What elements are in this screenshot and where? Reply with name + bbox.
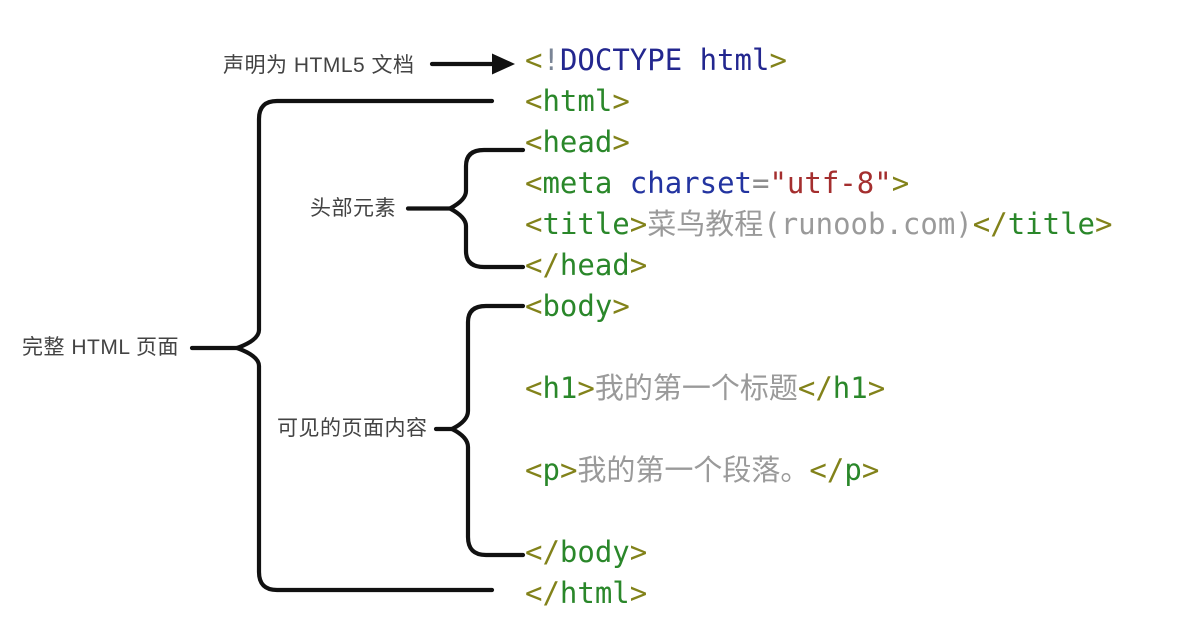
code-token-tag: meta — [542, 166, 613, 200]
code-line: <html> — [525, 81, 1112, 122]
code-token-punct: < — [525, 453, 543, 487]
code-token-tag: html — [559, 576, 630, 610]
code-token-equals: = — [752, 166, 770, 200]
code-token-punct: > — [629, 248, 648, 282]
code-token-tag: h1 — [542, 371, 578, 405]
code-line: <title>菜鸟教程(runoob.com)</title> — [525, 204, 1112, 245]
code-token-punct: </ — [525, 576, 560, 610]
code-token-punct: > — [861, 453, 880, 487]
doctype-annotation: 声明为 HTML5 文档 — [223, 54, 415, 77]
page-annotation: 完整 HTML 页面 — [22, 336, 180, 359]
code-token-punct: </ — [525, 248, 560, 282]
page-brace — [234, 98, 495, 593]
code-token-bang: ! — [542, 43, 560, 77]
code-token-punct — [612, 166, 629, 200]
code-token-punct: > — [559, 453, 578, 487]
code-token-punct: > — [1095, 207, 1113, 241]
code-token-text: 我的第一个标题 — [594, 371, 798, 405]
code-token-punct: < — [525, 207, 543, 241]
code-token-punct: </ — [972, 207, 1008, 241]
code-token-punct: > — [629, 576, 648, 610]
code-token-punct: > — [769, 43, 787, 77]
code-token-tag: head — [559, 248, 630, 282]
code-token-tag: h1 — [832, 371, 868, 405]
code-token-punct: < — [525, 125, 543, 159]
code-token-punct: > — [612, 125, 630, 159]
code-token-tag: p — [844, 453, 862, 487]
code-token-punct: < — [525, 84, 543, 118]
code-token-punct: > — [612, 84, 630, 118]
code-token-value: "utf-8" — [769, 166, 892, 200]
code-token-punct: </ — [809, 453, 845, 487]
code-token-text: 菜鸟教程(runoob.com) — [647, 207, 973, 241]
code-token-tag: body — [542, 289, 613, 323]
code-token-tag: head — [542, 125, 613, 159]
code-line: <p>我的第一个段落。</p> — [525, 450, 1112, 491]
body-annotation: 可见的页面内容 — [277, 417, 428, 440]
doctype-arrow-head — [492, 53, 515, 75]
code-token-punct: < — [525, 166, 543, 200]
code-line: <head> — [525, 122, 1112, 163]
code-line — [525, 409, 1112, 450]
code-line: <body> — [525, 286, 1112, 327]
code-line: </head> — [525, 245, 1112, 286]
code-line — [525, 327, 1112, 368]
body-brace — [449, 303, 526, 558]
code-token-doctype: DOCTYPE html — [559, 43, 770, 77]
code-line: </html> — [525, 573, 1112, 614]
code-token-tag: body — [559, 535, 630, 569]
code-token-punct: < — [525, 371, 543, 405]
code-token-tag: title — [1007, 207, 1095, 241]
code-line: <h1>我的第一个标题</h1> — [525, 368, 1112, 409]
code-token-text: 我的第一个段落。 — [577, 453, 810, 487]
code-line: <meta charset="utf-8"> — [525, 163, 1112, 204]
code-token-punct: > — [867, 371, 886, 405]
code-token-punct: < — [525, 289, 543, 323]
head-annotation: 头部元素 — [310, 197, 396, 220]
code-token-tag: title — [542, 207, 630, 241]
code-token-punct: > — [577, 371, 595, 405]
code-token-punct: > — [612, 289, 630, 323]
code-token-punct: > — [629, 207, 648, 241]
code-token-punct: </ — [525, 535, 560, 569]
code-token-tag: p — [542, 453, 560, 487]
code-token-punct: < — [525, 43, 543, 77]
head-brace — [447, 147, 526, 270]
code-line — [525, 491, 1112, 532]
code-token-attr: charset — [629, 166, 752, 200]
code-token-punct: </ — [797, 371, 833, 405]
code-line: </body> — [525, 532, 1112, 573]
code-block: <!DOCTYPE html><html><head><meta charset… — [525, 40, 1112, 614]
code-token-tag: html — [542, 84, 613, 118]
code-line: <!DOCTYPE html> — [525, 40, 1112, 81]
code-token-punct: > — [891, 166, 910, 200]
code-token-punct: > — [629, 535, 648, 569]
